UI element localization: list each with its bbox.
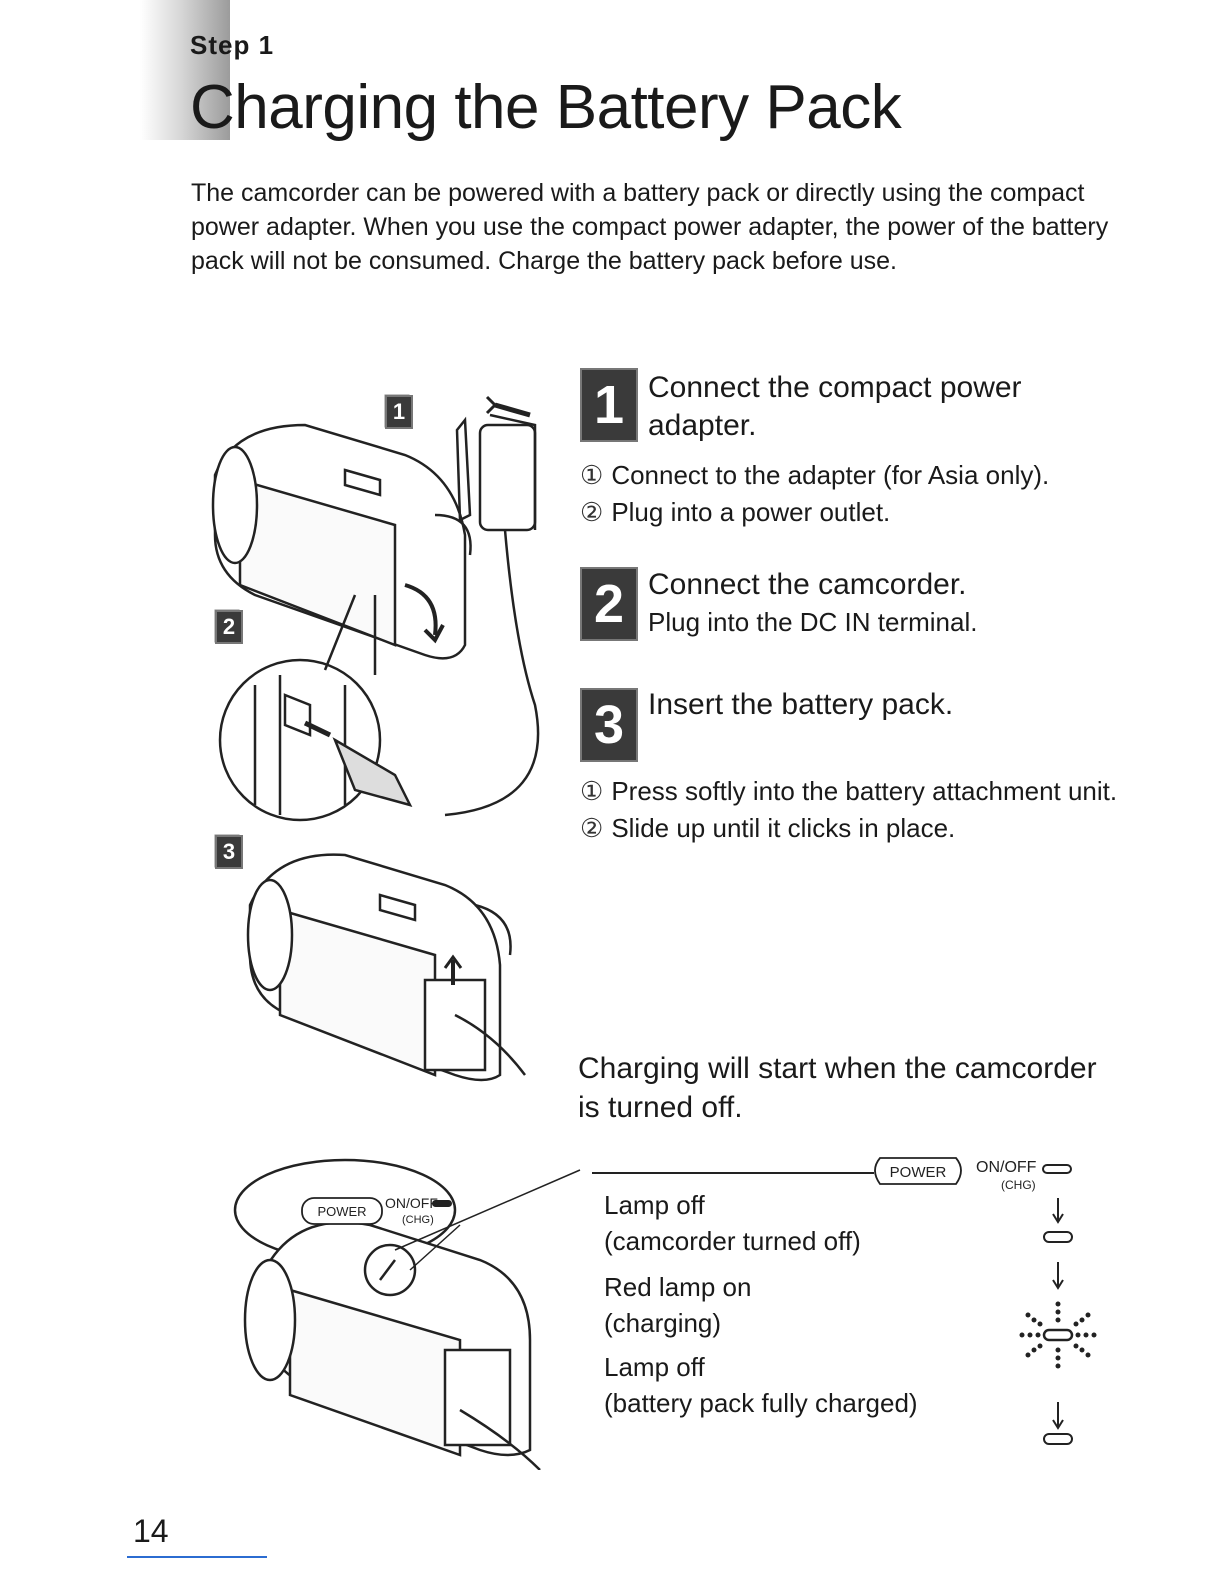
list-item-text: Press softly into the battery attachment… xyxy=(611,776,1118,806)
status-detail: (battery pack fully charged) xyxy=(604,1388,918,1418)
list-item-text: Plug into a power outlet. xyxy=(611,497,891,527)
status-divider xyxy=(592,1172,874,1174)
page-title: Charging the Battery Pack xyxy=(190,73,902,142)
chg-lamp-on-icon xyxy=(1042,1328,1074,1342)
status-title: Lamp off xyxy=(604,1190,705,1220)
status-charging: Red lamp on (charging) xyxy=(604,1269,751,1341)
camcorder-adapter-illustration xyxy=(211,394,540,1082)
status-title: Red lamp on xyxy=(604,1272,752,1302)
figure-badge-2: 2 xyxy=(215,610,243,644)
header-shade xyxy=(140,0,230,140)
figure-badge-3: 3 xyxy=(215,835,243,869)
status-diagram: POWER ON/OFF (CHG) xyxy=(874,1157,1097,1445)
power-lamp-illustration: POWER ON/OFF (CHG) xyxy=(233,1158,581,1470)
list-item-text: Connect to the adapter (for Asia only). xyxy=(611,460,1050,490)
step-1-badge: 1 xyxy=(580,368,638,442)
power-button-icon: POWER xyxy=(874,1157,962,1185)
step-label: Step 1 xyxy=(190,30,275,60)
list-marker: ① xyxy=(580,776,604,806)
status-lamp-off: Lamp off (camcorder turned off) xyxy=(604,1187,861,1259)
list-marker: ① xyxy=(580,460,604,490)
page-footer-rule xyxy=(127,1556,267,1558)
callout-power-label: POWER xyxy=(317,1204,366,1219)
power-button-label: POWER xyxy=(890,1164,947,1181)
step-3-title: Insert the battery pack. xyxy=(648,688,954,721)
status-fully-charged: Lamp off (battery pack fully charged) xyxy=(604,1349,918,1421)
list-item-text: Slide up until it clicks in place. xyxy=(611,813,956,843)
on-off-label: ON/OFF xyxy=(976,1159,1037,1176)
page-number: 14 xyxy=(133,1513,169,1549)
chg-lamp-off-icon xyxy=(1043,1433,1073,1445)
list-marker: ② xyxy=(580,497,604,527)
status-detail: (charging) xyxy=(604,1308,722,1338)
step-3-badge: 3 xyxy=(580,688,638,762)
step-2-badge: 2 xyxy=(580,567,638,641)
figure-badge-1: 1 xyxy=(385,395,413,429)
intro-paragraph: The camcorder can be powered with a batt… xyxy=(191,179,1109,275)
chg-lamp-off-icon xyxy=(1043,1231,1073,1243)
status-detail: (camcorder turned off) xyxy=(604,1226,861,1256)
callout-on-off-label: ON/OFF xyxy=(385,1195,438,1211)
callout-power-button: POWER ON/OFF (CHG) xyxy=(301,1195,452,1226)
status-title: Lamp off xyxy=(604,1352,705,1382)
lamp-glow-dots xyxy=(1019,1301,1097,1369)
step-1-title: Connect the compact power adapter. xyxy=(648,371,1022,442)
list-marker: ② xyxy=(580,813,604,843)
chg-label: (CHG) xyxy=(1001,1178,1036,1192)
charging-note: Charging will start when the camcorder i… xyxy=(578,1052,1097,1124)
callout-chg-label: (CHG) xyxy=(402,1214,434,1226)
step-2-title: Connect the camcorder. xyxy=(648,568,967,601)
step-2-body: Plug into the DC IN terminal. xyxy=(648,607,978,637)
